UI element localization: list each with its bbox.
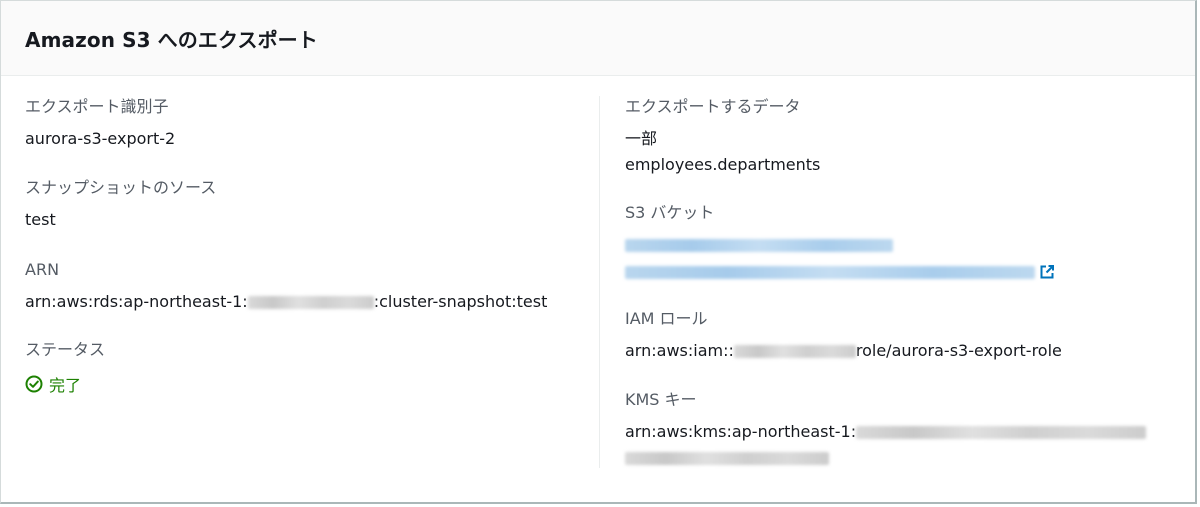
iam-role-prefix: arn:aws:iam:: bbox=[625, 341, 734, 360]
iam-role-field: IAM ロール arn:aws:iam::role/aurora-s3-expo… bbox=[625, 309, 1062, 361]
iam-role-suffix: role/aurora-s3-export-role bbox=[855, 341, 1062, 360]
kms-key-value-line2 bbox=[625, 448, 1146, 467]
arn-suffix: :cluster-snapshot:test bbox=[373, 292, 548, 311]
kms-key-label: KMS キー bbox=[625, 390, 697, 409]
redacted-kms-key-part1 bbox=[856, 425, 1147, 439]
kms-key-prefix: arn:aws:kms:ap-northeast-1: bbox=[625, 422, 857, 441]
arn-field: ARN arn:aws:rds:ap-northeast-1: :cluster-… bbox=[25, 260, 547, 312]
check-circle-icon bbox=[25, 375, 43, 393]
page-title: Amazon S3 へのエクスポート bbox=[25, 27, 318, 52]
snapshot-source-label: スナップショットのソース bbox=[25, 178, 217, 197]
export-id-field: エクスポート識別子 aurora-s3-export-2 bbox=[25, 97, 175, 149]
export-data-label: エクスポートするデータ bbox=[625, 97, 801, 116]
redacted-kms-key-part2 bbox=[625, 452, 829, 465]
s3-bucket-field: S3 バケット bbox=[625, 203, 1055, 280]
arn-label: ARN bbox=[25, 260, 60, 279]
redacted-bucket-name[interactable] bbox=[625, 239, 893, 252]
export-data-tables: employees.departments bbox=[625, 155, 821, 174]
snapshot-source-value: test bbox=[25, 210, 56, 229]
status-value: 完了 bbox=[49, 376, 82, 395]
panel-header: Amazon S3 へのエクスポート bbox=[1, 1, 1195, 76]
status-label: ステータス bbox=[25, 340, 106, 359]
column-divider bbox=[599, 96, 600, 468]
kms-key-field: KMS キー arn:aws:kms:ap-northeast-1: bbox=[625, 390, 1147, 467]
export-data-field: エクスポートするデータ 一部 employees.departments bbox=[625, 97, 820, 175]
external-link-icon[interactable] bbox=[1039, 264, 1055, 280]
iam-role-label: IAM ロール bbox=[625, 309, 708, 328]
redacted-bucket-path[interactable] bbox=[625, 265, 1035, 279]
export-id-value: aurora-s3-export-2 bbox=[25, 129, 176, 148]
redacted-account-id bbox=[733, 345, 856, 358]
s3-bucket-link[interactable] bbox=[625, 237, 1055, 280]
status-field: ステータス 完了 bbox=[25, 340, 105, 396]
s3-bucket-label: S3 バケット bbox=[625, 203, 715, 222]
status-badge: 完了 bbox=[25, 372, 105, 396]
iam-role-value: arn:aws:iam::role/aurora-s3-export-role bbox=[625, 341, 1062, 361]
arn-prefix: arn:aws:rds:ap-northeast-1: bbox=[25, 292, 248, 311]
export-data-scope: 一部 bbox=[625, 129, 658, 148]
export-id-label: エクスポート識別子 bbox=[25, 97, 169, 116]
arn-value: arn:aws:rds:ap-northeast-1: :cluster-snap… bbox=[25, 292, 547, 312]
snapshot-source-field: スナップショットのソース test bbox=[25, 178, 216, 230]
redacted-account-id bbox=[247, 296, 374, 309]
kms-key-value: arn:aws:kms:ap-northeast-1: bbox=[625, 422, 1147, 442]
